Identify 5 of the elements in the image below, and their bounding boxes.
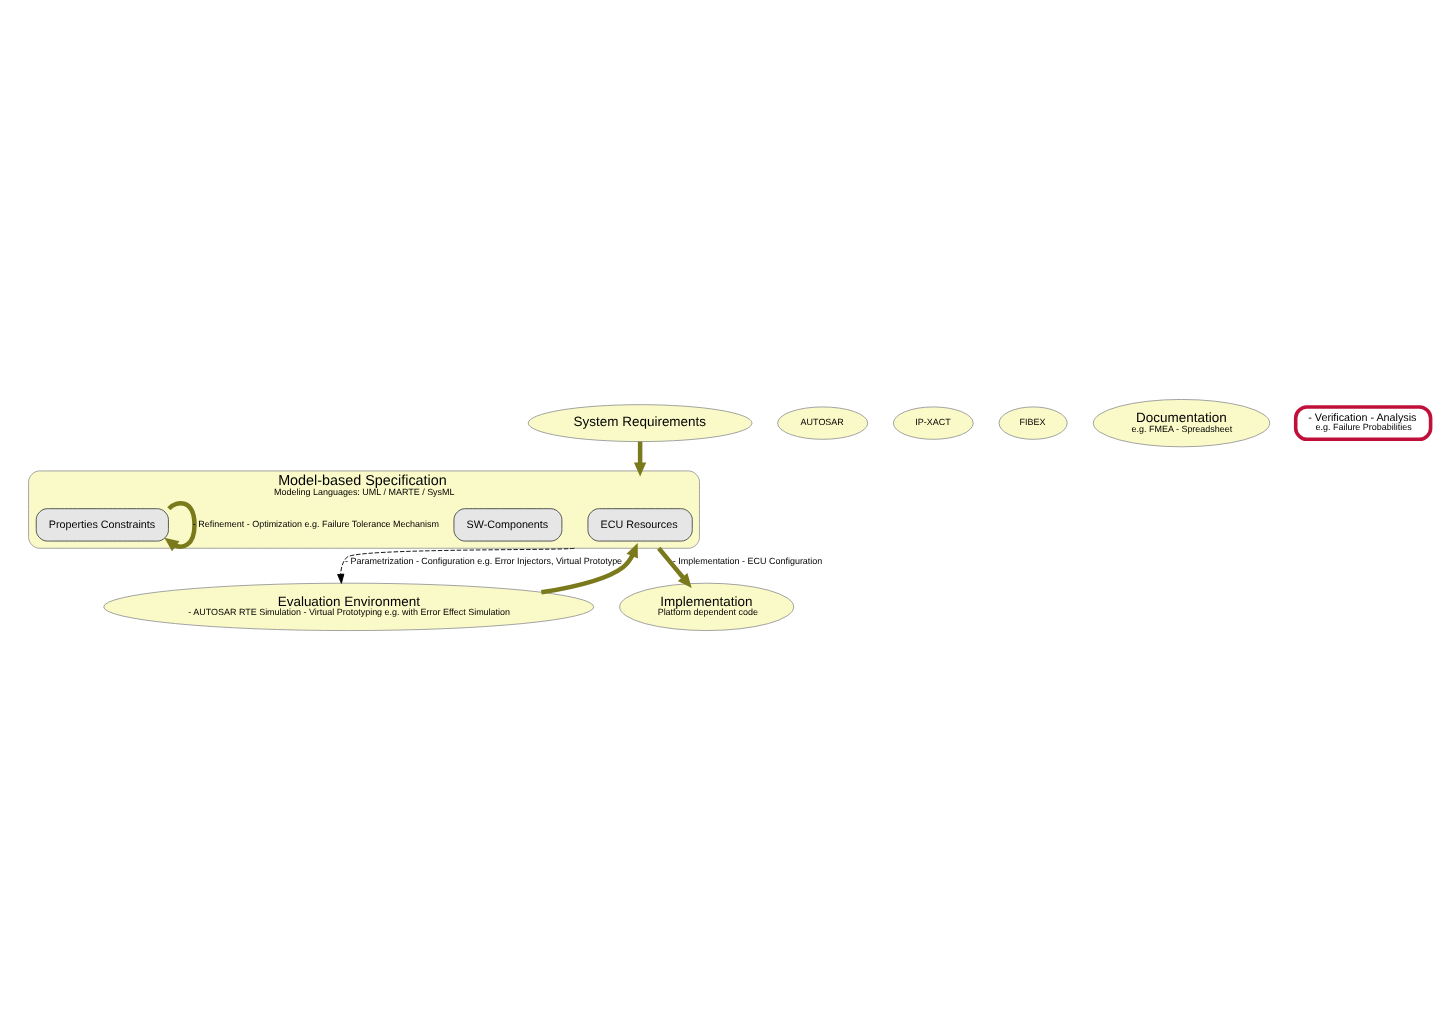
arrow	[541, 543, 638, 595]
arrow	[657, 546, 692, 588]
arrow	[633, 441, 647, 477]
arrow	[164, 501, 197, 552]
arrow	[337, 547, 575, 584]
